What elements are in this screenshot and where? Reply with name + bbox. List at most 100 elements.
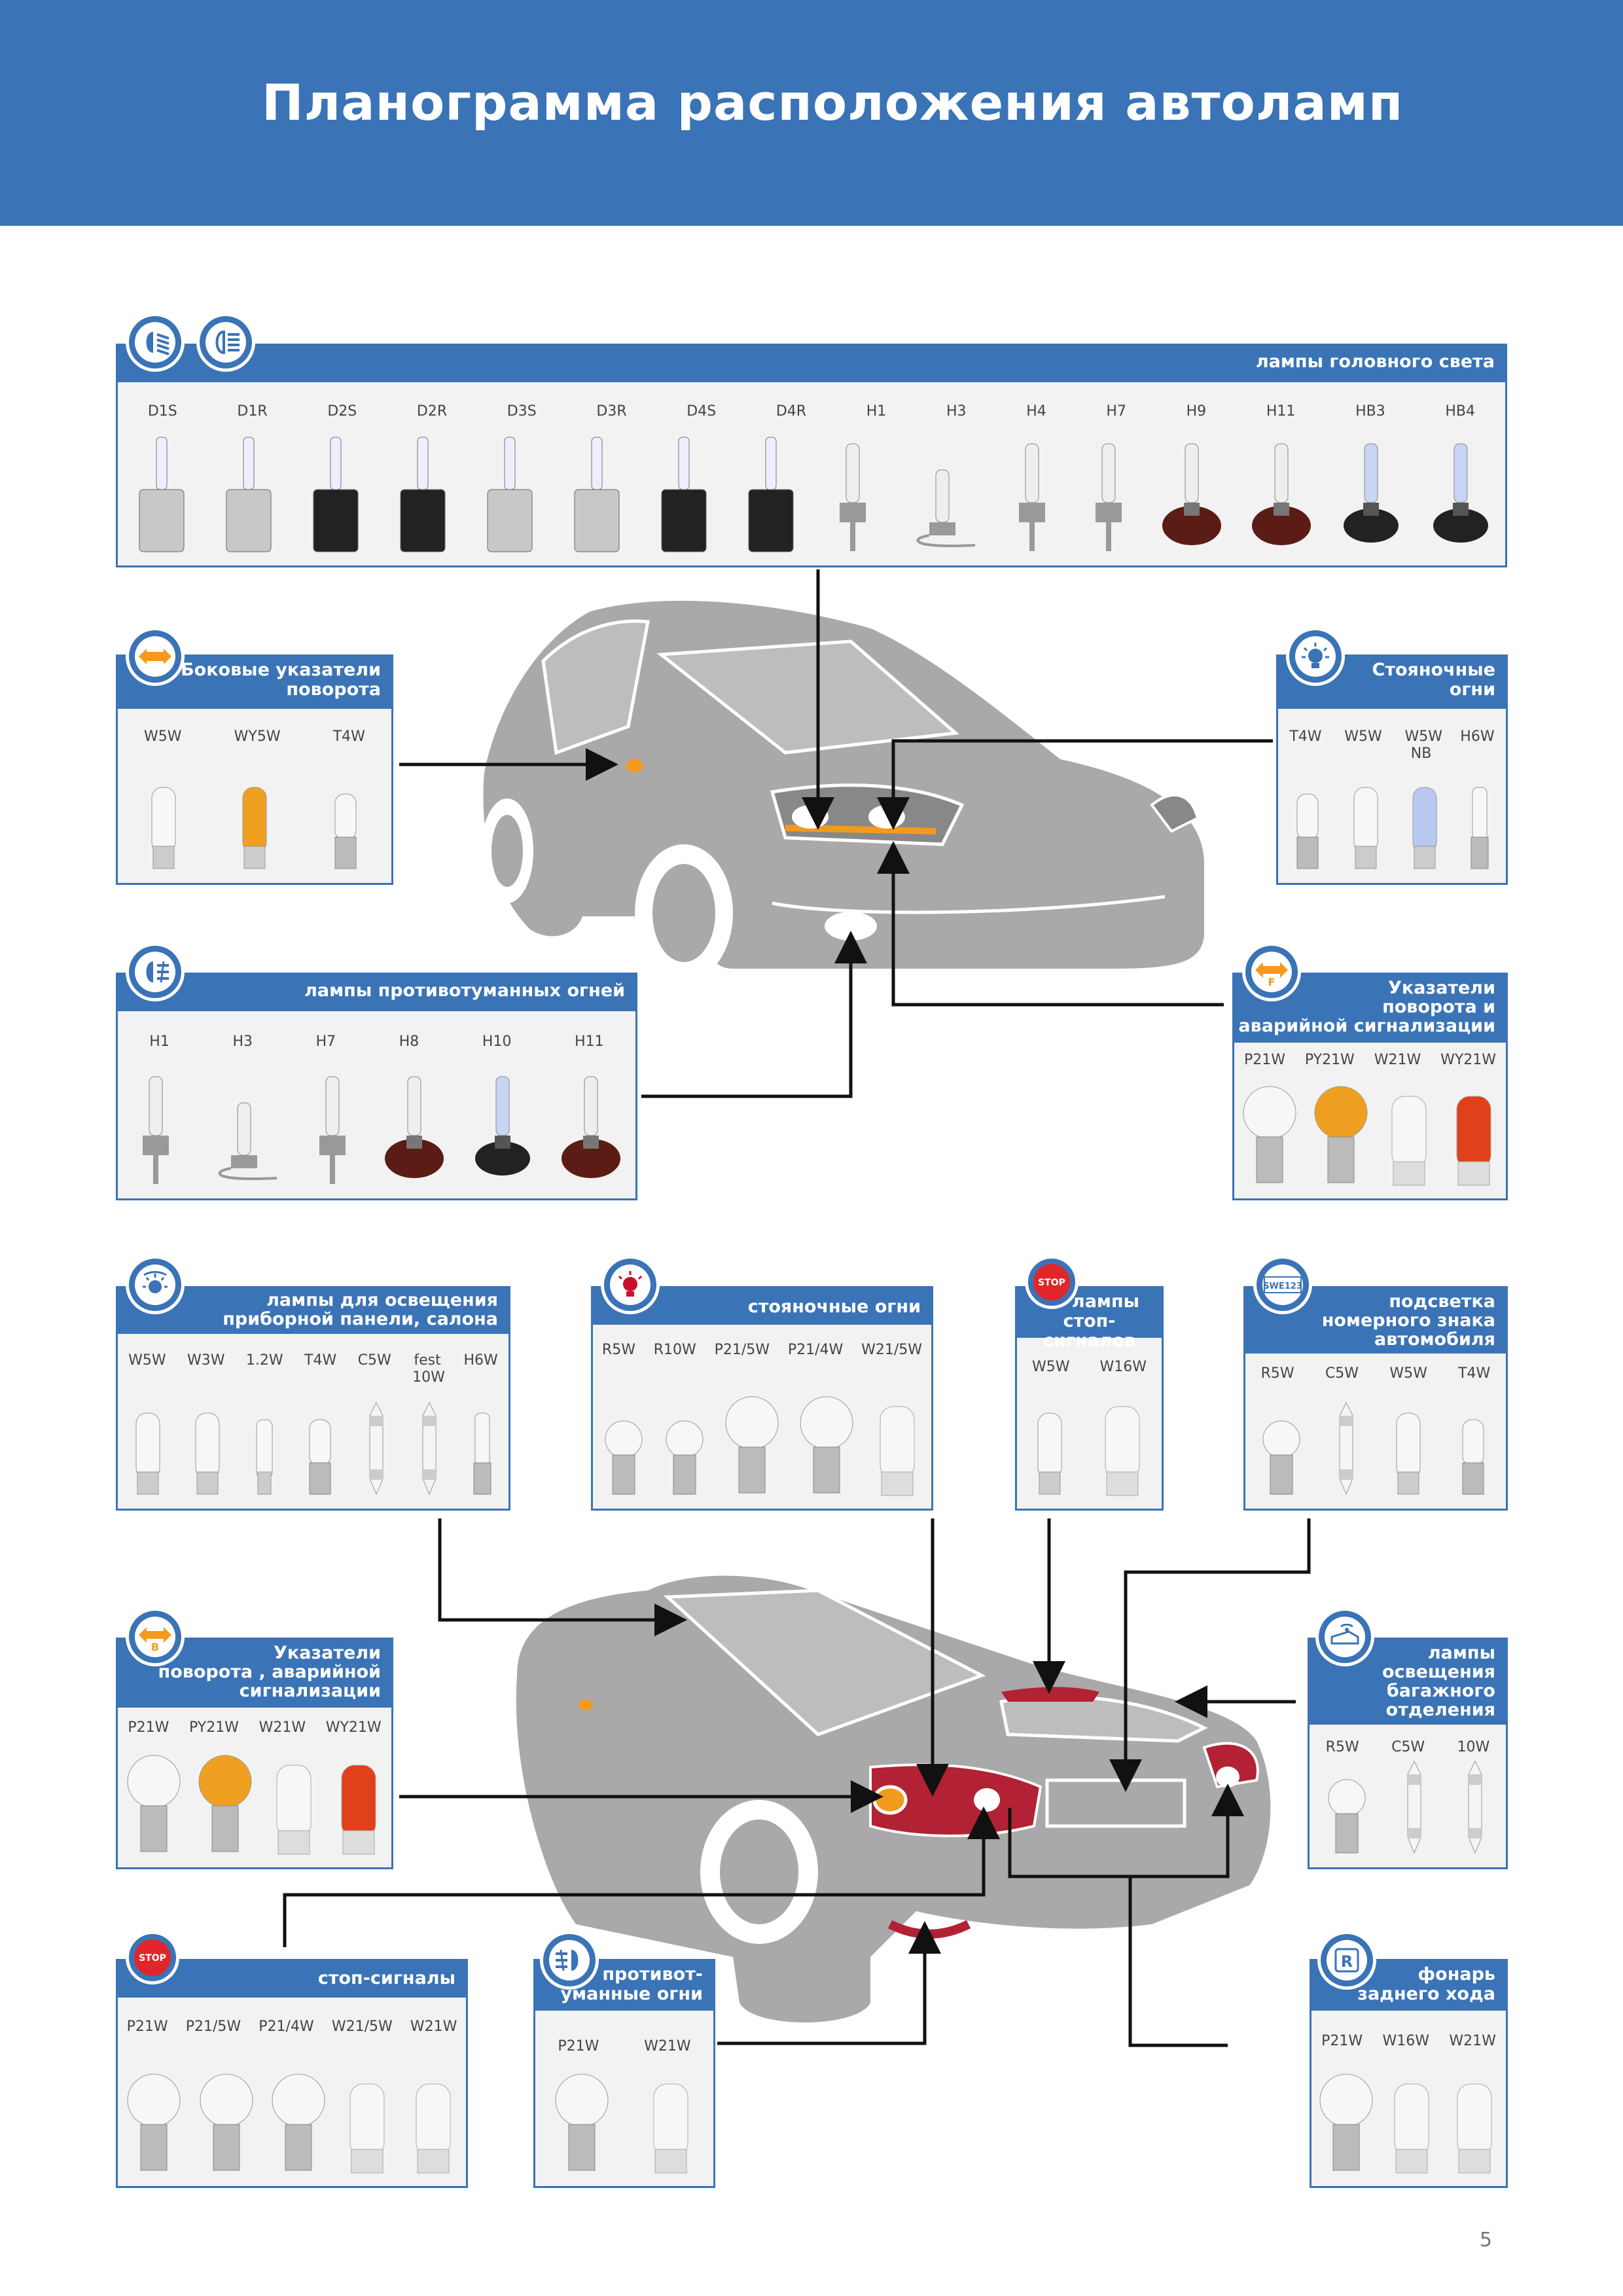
bulb-image — [1082, 431, 1135, 558]
bulb-label: 1.2W — [245, 1352, 283, 1369]
bulb-label: P21W — [1243, 1052, 1285, 1068]
bulb-label: T4W — [304, 1352, 337, 1369]
panel-trunk: лампы освещения багажного отделения R5W … — [1308, 1638, 1508, 1869]
title-line: отделения — [1385, 1700, 1495, 1720]
bulb-labels: W5W WY5W T4W — [118, 728, 391, 745]
title-line: автомобиля — [1374, 1329, 1495, 1350]
page-number: 5 — [1479, 2229, 1492, 2251]
bulb-image — [1338, 437, 1404, 558]
headlight-low-icon — [126, 313, 185, 372]
title-line: Боковые указатели — [181, 660, 381, 680]
bulb-label: R5W — [601, 1342, 635, 1358]
bulb-label: H1 — [866, 403, 887, 420]
title-line: уманные огни — [560, 1984, 703, 2004]
bulb-images — [1017, 1393, 1162, 1501]
stop-bottom-icon: STOP — [126, 1931, 179, 1984]
bulb-images — [1278, 781, 1506, 875]
bulb-label: R10W — [653, 1342, 696, 1358]
bulb-image — [565, 431, 628, 558]
bulb-image — [1159, 437, 1224, 558]
title-line: сигнализации — [239, 1681, 381, 1701]
bulb-label: 10W — [1457, 1739, 1490, 1755]
bulb-label: W21W — [1374, 1052, 1421, 1068]
title-line: аварийной сигнализации — [1238, 1016, 1495, 1036]
bulb-image — [470, 1070, 535, 1191]
bulb-label: W21W — [259, 1719, 306, 1736]
bulb-label: R5W — [1260, 1365, 1294, 1382]
title-line: номерного знака — [1321, 1310, 1495, 1331]
bulb-label: R5W — [1325, 1739, 1359, 1755]
bulb-labels: P21W W16W W21W — [1311, 2033, 1506, 2050]
bulb-label: W21W — [644, 2038, 691, 2054]
bulb-images — [118, 2064, 466, 2178]
bulb-label: T4W — [1289, 728, 1322, 745]
bulb-image — [306, 1064, 359, 1191]
bulb-image — [269, 2064, 328, 2178]
bulb-label: W5W — [128, 1352, 166, 1369]
parking-light-icon — [1286, 627, 1345, 686]
title-line: Указатели — [274, 1643, 381, 1663]
bulb-image — [1096, 1393, 1149, 1501]
bulb-label: W3W — [187, 1352, 225, 1369]
bulb-image — [144, 781, 183, 875]
bulb-label: W21/5W — [861, 1342, 923, 1358]
panel-title: лампы для освещения приборной панели, са… — [118, 1288, 508, 1334]
bulb-label: W21W — [1449, 2033, 1496, 2049]
bulb-image — [1324, 1772, 1370, 1859]
bulb-labels: P21W PY21W W21W WY21W — [1234, 1052, 1506, 1069]
interior-light-icon — [126, 1255, 185, 1314]
badge-letter: R — [1341, 1952, 1353, 1971]
title-line: заднего хода — [1357, 1984, 1495, 2004]
bulb-labels: W5W W16W — [1017, 1359, 1162, 1376]
bulb-label: W16W — [1099, 1359, 1147, 1375]
bulb-image — [722, 1387, 781, 1501]
bulb-image — [326, 787, 365, 875]
bulb-images — [1310, 1759, 1506, 1859]
bulb-label: C5W — [1391, 1739, 1425, 1755]
license-plate-icon: SWE123 — [1253, 1255, 1312, 1314]
title-line: лампы — [1427, 1643, 1495, 1663]
bulb-image — [601, 1413, 647, 1501]
stop-sign-text: STOP — [139, 1953, 166, 1964]
bulb-label: W5W NB — [1404, 728, 1443, 762]
bulb-label: H7 — [315, 1033, 336, 1050]
panel-stop-top: лампы стоп-сигналов W5W W16W — [1015, 1286, 1164, 1511]
title-line: лампы — [1071, 1291, 1140, 1312]
bulb-label: C5W — [1325, 1365, 1359, 1382]
bulb-image — [205, 1090, 283, 1191]
bulb-label: PY21W — [1304, 1052, 1355, 1068]
trunk-light-icon — [1315, 1607, 1374, 1666]
bulb-label: D2R — [416, 403, 448, 420]
bulb-label: W21W — [410, 2018, 457, 2035]
bulb-image — [1463, 781, 1496, 875]
bulb-image — [1317, 2064, 1376, 2178]
panel-headlight: лампы головного света D1S D1R D2S D2R D3… — [116, 344, 1507, 567]
bulb-label: fest 10W — [412, 1352, 445, 1386]
bulb-label: P21W — [126, 2018, 168, 2035]
panel-parking-rear: стояночные огни R5W R10W P21/5W P21/4W W… — [591, 1286, 933, 1511]
bulb-image — [478, 431, 541, 558]
fog-light-icon — [126, 942, 185, 1001]
panel-title: лампы головного света — [118, 346, 1505, 382]
title-line: стоп-сигналов — [1043, 1311, 1136, 1351]
bulb-label: P21/5W — [714, 1342, 770, 1358]
bulb-image — [130, 1064, 182, 1191]
bulb-images — [118, 1400, 508, 1501]
bulb-image — [740, 431, 802, 558]
bulb-labels: R5W R10W P21/5W P21/4W W21/5W — [593, 1342, 931, 1359]
title-line: поворота — [286, 679, 381, 700]
panel-title: подсветка номерного знака автомобиля — [1245, 1288, 1506, 1354]
page-title: Планограмма расположения автоламп — [262, 73, 1404, 132]
bulb-images — [1234, 1077, 1506, 1191]
bulb-labels: P21W W21W — [535, 2038, 713, 2055]
bulb-images — [118, 1064, 635, 1191]
bulb-labels: P21W P21/5W P21/4W W21/5W W21W — [118, 2018, 466, 2036]
bulb-label: P21W — [128, 1719, 169, 1736]
panel-interior: лампы для освещения приборной панели, са… — [116, 1286, 510, 1511]
bulb-label: H11 — [575, 1033, 604, 1050]
bulb-label: H8 — [399, 1033, 419, 1050]
bulb-label: D3S — [507, 403, 537, 420]
bulb-image — [1311, 1077, 1370, 1191]
bulb-labels: R5W C5W W5W T4W — [1245, 1365, 1506, 1382]
bulb-label: HB3 — [1355, 403, 1385, 420]
